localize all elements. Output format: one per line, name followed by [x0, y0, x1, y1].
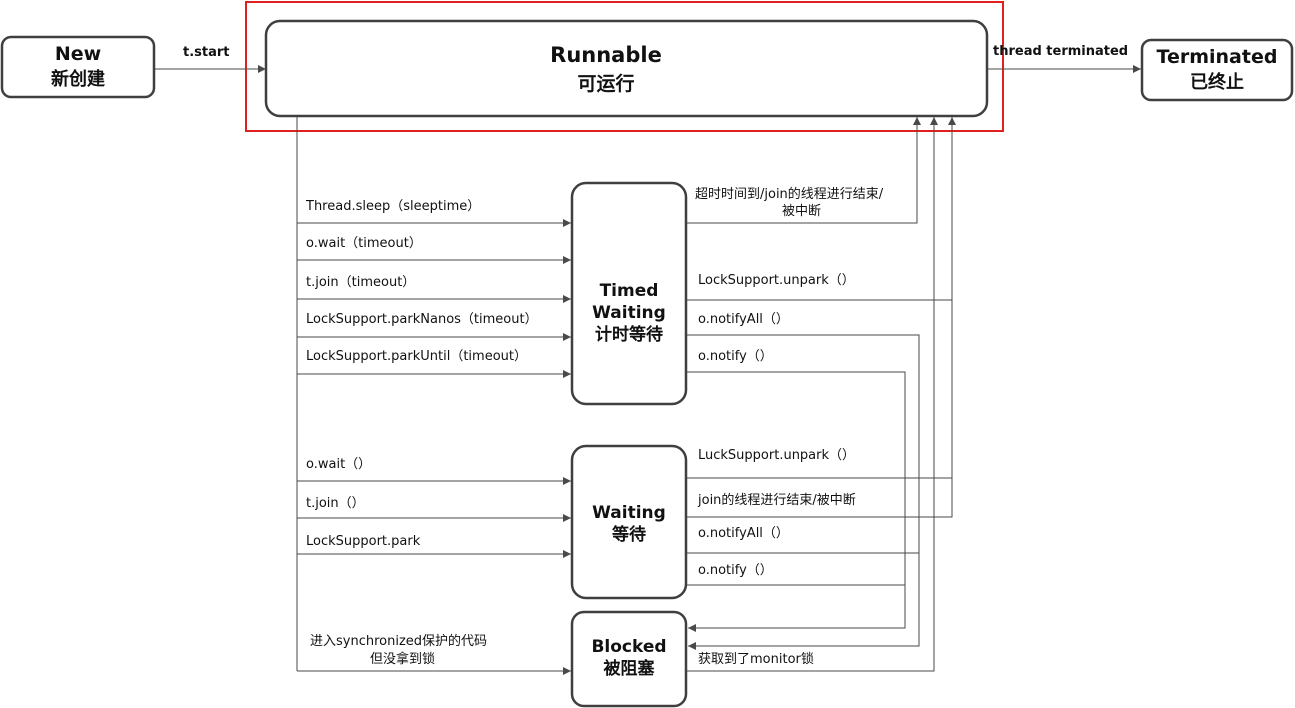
blocked-state-subtitle: 被阻塞 — [604, 658, 656, 679]
edge-timed-waiting-notify-to-blocked — [687, 371, 906, 632]
timed-waiting-subtitle: 计时等待 — [595, 324, 663, 345]
terminated-state-subtitle: 已终止 — [1190, 71, 1244, 93]
terminated-state-box — [1140, 38, 1294, 102]
blocked-state-box — [570, 610, 688, 708]
label-w-join-end: join的线程进行结束/被中断 — [697, 492, 856, 508]
label-tw-notify: o.notify（） — [698, 349, 773, 364]
runnable-state-subtitle: 可运行 — [577, 72, 634, 95]
blocked-state-title: Blocked — [591, 637, 666, 657]
runnable-state-box — [264, 19, 989, 118]
label-wait-timeout: o.wait（timeout） — [306, 236, 422, 251]
runnable-highlight-frame — [245, 1, 1004, 132]
label-t-start: t.start — [183, 45, 230, 60]
label-monitor: 获取到了monitor锁 — [698, 651, 814, 667]
label-tw-notifyall: o.notifyAll（） — [698, 312, 789, 327]
label-park-until: LockSupport.parkUntil（timeout） — [306, 349, 527, 364]
edge-timed-waiting-notifyall-to-blocked — [687, 334, 920, 650]
label-timeout-line1: 超时时间到/join的线程进行结束/ — [695, 186, 884, 202]
label-join-timeout: t.join（timeout） — [306, 275, 415, 290]
edge-waiting-join-end-to-runnable — [687, 300, 953, 518]
label-w-notifyall: o.notifyAll（） — [698, 526, 789, 541]
label-tw-unpark: LockSupport.unpark（） — [698, 273, 855, 288]
timed-waiting-title-line1: Timed — [600, 281, 659, 301]
label-timeout-line2: 被中断 — [782, 204, 821, 219]
waiting-state-subtitle: 等待 — [612, 524, 646, 545]
terminated-state-title: Terminated — [1157, 46, 1278, 68]
new-state-subtitle: 新创建 — [51, 68, 105, 90]
label-w-notify: o.notify（） — [698, 563, 773, 578]
label-sync-line2: 但没拿到锁 — [370, 651, 435, 667]
label-sync-line1: 进入synchronized保护的代码 — [310, 633, 487, 649]
edge-blocked-to-runnable — [687, 117, 938, 672]
waiting-state-box — [570, 444, 688, 600]
label-w-unpark: LuckSupport.unpark（） — [698, 448, 855, 463]
label-wait: o.wait（） — [306, 457, 371, 472]
timed-waiting-state-box — [570, 181, 688, 406]
label-join: t.join（） — [306, 496, 365, 511]
label-park: LockSupport.park — [306, 534, 421, 549]
waiting-state-title: Waiting — [592, 503, 666, 523]
edge-timed-waiting-timeout-to-runnable — [687, 117, 921, 224]
runnable-state-title: Runnable — [550, 43, 662, 67]
timed-waiting-title-line2: Waiting — [592, 303, 666, 323]
label-thread-terminated: thread terminated — [993, 44, 1128, 59]
label-sleep: Thread.sleep（sleeptime） — [305, 199, 480, 214]
new-state-box — [0, 35, 156, 99]
new-state-title: New — [55, 43, 101, 65]
label-park-nanos: LockSupport.parkNanos（timeout） — [306, 312, 538, 327]
